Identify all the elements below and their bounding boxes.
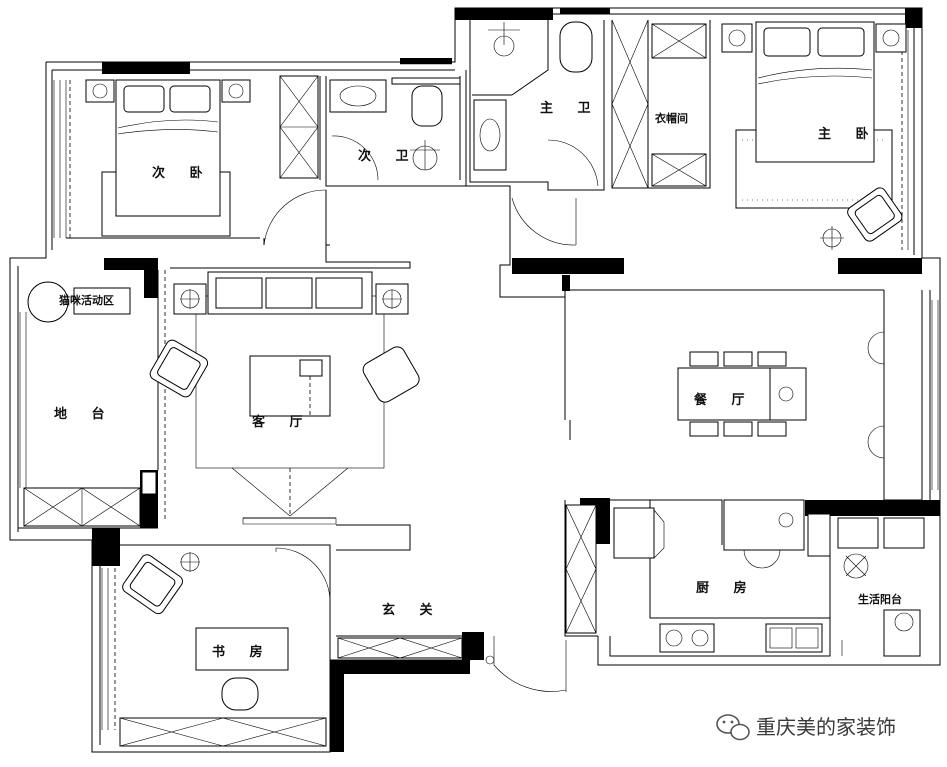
utility-balcony: [837, 517, 925, 657]
wechat-icon: [716, 714, 750, 741]
kitchen: [565, 499, 831, 653]
second-bathroom-label: 次 卫: [358, 148, 419, 164]
master-bedroom-label: 主 卧: [818, 126, 879, 142]
balcony-label: 地 台: [54, 406, 115, 422]
second-bedroom: [85, 75, 327, 246]
walk-in-closet-fixtures: [611, 19, 707, 189]
study: [119, 547, 331, 747]
living-room: [149, 271, 420, 525]
living-room-label: 客 厅: [252, 414, 313, 430]
second-bedroom-label: 次 卧: [152, 165, 213, 181]
walk-in-closet-label: 衣帽间: [655, 111, 688, 125]
master-bathroom-label: 主 卫: [540, 100, 601, 116]
second-bathroom: [329, 77, 461, 181]
entrance-label: 玄 关: [382, 602, 443, 618]
pet-area-label: 猫咪活动区: [59, 293, 114, 307]
kitchen-label: 厨 房: [696, 580, 757, 596]
watermark: 重庆美的家装饰: [716, 714, 896, 741]
room-labels: 次 卧 次 卫 主 卫 衣帽间 主 卧 猫咪活动区 地 台 客 厅 餐 厅 厨 …: [54, 100, 902, 660]
dining-room-label: 餐 厅: [693, 392, 755, 408]
watermark-text: 重庆美的家装饰: [756, 715, 896, 739]
master-bedroom: [721, 21, 907, 250]
entrance: [337, 636, 567, 692]
master-bathroom: [473, 21, 599, 246]
dining-room: [677, 331, 885, 459]
windows: [19, 30, 939, 730]
study-label: 书 房: [212, 644, 273, 660]
utility-balcony-label: 生活阳台: [858, 592, 902, 606]
balcony-area: [23, 281, 157, 527]
